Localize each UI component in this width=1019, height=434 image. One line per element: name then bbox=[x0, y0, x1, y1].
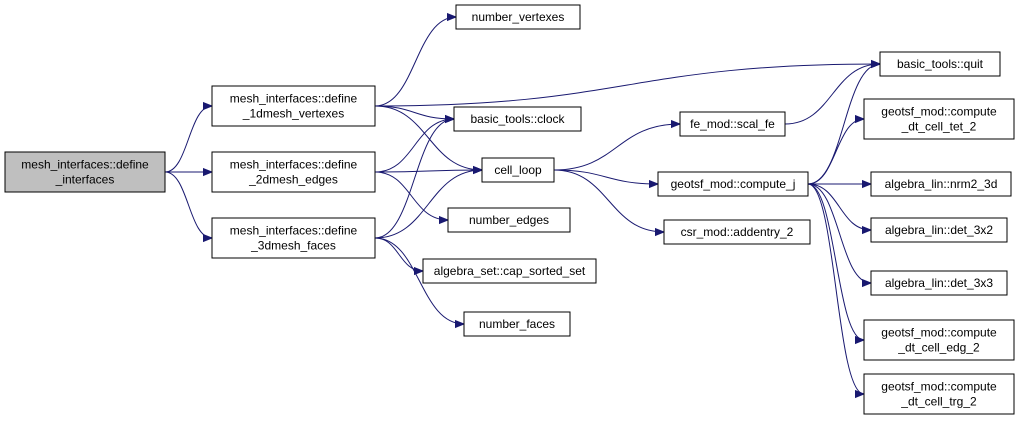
node-quit[interactable]: basic_tools::quit bbox=[879, 51, 1001, 77]
node-label: basic_tools::clock bbox=[470, 112, 565, 126]
node-cap[interactable]: algebra_set::cap_sorted_set bbox=[422, 258, 597, 284]
node-edg[interactable]: geotsf_mod::compute_dt_cell_edg_2 bbox=[863, 319, 1015, 361]
node-label: _dt_cell_tet_2 bbox=[901, 120, 977, 134]
node-label: geotsf_mod::compute_j bbox=[671, 177, 796, 191]
node-d3[interactable]: mesh_interfaces::define_3dmesh_faces bbox=[211, 217, 376, 259]
node-label: fe_mod::scal_fe bbox=[690, 117, 775, 131]
edge-d2-to-clock bbox=[374, 119, 454, 173]
node-tet[interactable]: geotsf_mod::compute_dt_cell_tet_2 bbox=[863, 98, 1015, 140]
edge-cj-to-trg bbox=[807, 183, 865, 394]
edges-layer bbox=[164, 17, 880, 394]
node-cell[interactable]: cell_loop bbox=[481, 157, 555, 183]
node-box bbox=[870, 270, 1008, 296]
node-label: number_vertexes bbox=[472, 10, 565, 24]
nodes-layer: mesh_interfaces::define_interfacesmesh_i… bbox=[4, 4, 1015, 415]
node-label: geotsf_mod::compute bbox=[881, 380, 997, 394]
node-label: geotsf_mod::compute bbox=[881, 326, 997, 340]
node-clock[interactable]: basic_tools::clock bbox=[453, 106, 582, 132]
node-box bbox=[211, 151, 376, 193]
node-label: algebra_lin::det_3x2 bbox=[885, 223, 993, 237]
node-nrm[interactable]: algebra_lin::nrm2_3d bbox=[870, 171, 1012, 197]
edge-root-to-d3 bbox=[164, 171, 213, 238]
node-label: algebra_set::cap_sorted_set bbox=[434, 264, 586, 278]
node-label: _1dmesh_vertexes bbox=[242, 107, 344, 121]
edge-cell-to-csr bbox=[553, 169, 664, 232]
node-box bbox=[455, 4, 581, 30]
edge-root-to-d1 bbox=[164, 106, 213, 173]
edge-cj-to-det2 bbox=[807, 183, 871, 230]
edge-cj-to-edg bbox=[807, 183, 865, 340]
node-box bbox=[863, 319, 1015, 361]
node-label: cell_loop bbox=[494, 163, 542, 177]
node-label: csr_mod::addentry_2 bbox=[681, 225, 794, 239]
edge-d1-to-nv bbox=[374, 17, 456, 107]
node-box bbox=[679, 111, 786, 137]
node-box bbox=[663, 219, 811, 245]
node-label: mesh_interfaces::define bbox=[21, 158, 149, 172]
edge-d3-to-nf bbox=[374, 237, 464, 324]
edge-d2-to-ne bbox=[374, 171, 448, 220]
edge-cell-to-scal bbox=[553, 124, 680, 171]
node-nv[interactable]: number_vertexes bbox=[455, 4, 581, 30]
node-box bbox=[463, 311, 571, 337]
node-label: _3dmesh_faces bbox=[250, 239, 336, 253]
node-box bbox=[870, 171, 1012, 197]
node-label: algebra_lin::det_3x3 bbox=[885, 276, 993, 290]
node-box bbox=[447, 207, 571, 233]
node-cj[interactable]: geotsf_mod::compute_j bbox=[657, 171, 809, 197]
node-box bbox=[453, 106, 582, 132]
node-box bbox=[422, 258, 597, 284]
edge-cj-to-tet bbox=[807, 119, 865, 185]
node-label: basic_tools::quit bbox=[897, 57, 984, 71]
node-label: geotsf_mod::compute bbox=[881, 105, 997, 119]
edge-cell-to-cj bbox=[553, 169, 658, 184]
node-det3[interactable]: algebra_lin::det_3x3 bbox=[870, 270, 1008, 296]
node-box bbox=[481, 157, 555, 183]
node-box bbox=[657, 171, 809, 197]
node-d1[interactable]: mesh_interfaces::define_1dmesh_vertexes bbox=[211, 85, 376, 127]
node-box bbox=[863, 373, 1015, 415]
node-label: _dt_cell_edg_2 bbox=[897, 341, 980, 355]
node-box bbox=[4, 151, 166, 193]
node-label: _interfaces bbox=[55, 173, 115, 187]
edge-d1-to-quit bbox=[374, 64, 880, 107]
edge-d2-to-cell bbox=[374, 170, 482, 172]
node-label: mesh_interfaces::define bbox=[230, 92, 358, 106]
node-label: number_faces bbox=[479, 317, 555, 331]
edge-cj-to-det3 bbox=[807, 183, 872, 283]
edge-d3-to-clock bbox=[374, 119, 454, 239]
node-label: number_edges bbox=[469, 213, 549, 227]
node-box bbox=[211, 85, 376, 127]
edge-d1-to-clock bbox=[374, 105, 454, 119]
edge-d1-to-cell bbox=[374, 105, 482, 170]
node-box bbox=[211, 217, 376, 259]
node-label: mesh_interfaces::define bbox=[230, 158, 358, 172]
node-trg[interactable]: geotsf_mod::compute_dt_cell_trg_2 bbox=[863, 373, 1015, 415]
node-nf[interactable]: number_faces bbox=[463, 311, 571, 337]
node-label: algebra_lin::nrm2_3d bbox=[885, 177, 998, 191]
node-box bbox=[870, 217, 1008, 243]
node-csr[interactable]: csr_mod::addentry_2 bbox=[663, 219, 811, 245]
node-d2[interactable]: mesh_interfaces::define_2dmesh_edges bbox=[211, 151, 376, 193]
node-det2[interactable]: algebra_lin::det_3x2 bbox=[870, 217, 1008, 243]
edge-scal-to-quit bbox=[784, 64, 880, 125]
node-box bbox=[879, 51, 1001, 77]
node-ne[interactable]: number_edges bbox=[447, 207, 571, 233]
node-label: _2dmesh_edges bbox=[248, 173, 338, 187]
edge-d3-to-cell bbox=[374, 170, 482, 239]
edge-d3-to-cap bbox=[374, 237, 424, 271]
node-label: _dt_cell_trg_2 bbox=[900, 395, 977, 409]
node-root[interactable]: mesh_interfaces::define_interfaces bbox=[4, 151, 166, 193]
node-scal[interactable]: fe_mod::scal_fe bbox=[679, 111, 786, 137]
node-label: mesh_interfaces::define bbox=[230, 224, 358, 238]
node-box bbox=[863, 98, 1015, 140]
